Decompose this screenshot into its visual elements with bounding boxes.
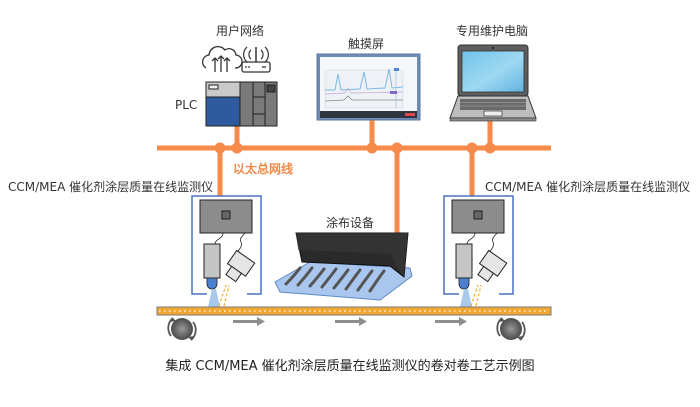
ethernet-bus-label: 以太总网线: [233, 162, 294, 176]
cloud-upload-icon: [201, 46, 243, 72]
monitor-device-left: [191, 195, 262, 307]
web-substrate: [156, 306, 552, 316]
touchscreen-device: [316, 53, 421, 121]
touchscreen-label: 触摸屏: [348, 37, 385, 51]
plc-label: PLC: [175, 98, 198, 112]
bus-junctions: [214, 142, 496, 154]
plc-device: [205, 81, 278, 127]
monitor-left-label: CCM/MEA 催化剂涂层质量在线监测仪: [8, 180, 214, 194]
direction-arrows: [233, 317, 467, 326]
figure-caption: 集成 CCM/MEA 催化剂涂层质量在线监测仪的卷对卷工艺示例图: [165, 359, 535, 374]
wifi-router-icon: [241, 46, 271, 73]
laptop-device: [449, 44, 537, 122]
coater-device: [274, 232, 413, 301]
roller-left: [167, 317, 197, 341]
monitor-device-right: [443, 195, 514, 307]
monitor-right-label: CCM/MEA 催化剂涂层质量在线监测仪: [485, 180, 691, 194]
roller-right: [496, 317, 526, 341]
user-network-label: 用户网络: [216, 24, 265, 38]
coater-label: 涂布设备: [326, 216, 375, 230]
maintenance-pc-label: 专用维护电脑: [456, 24, 529, 38]
